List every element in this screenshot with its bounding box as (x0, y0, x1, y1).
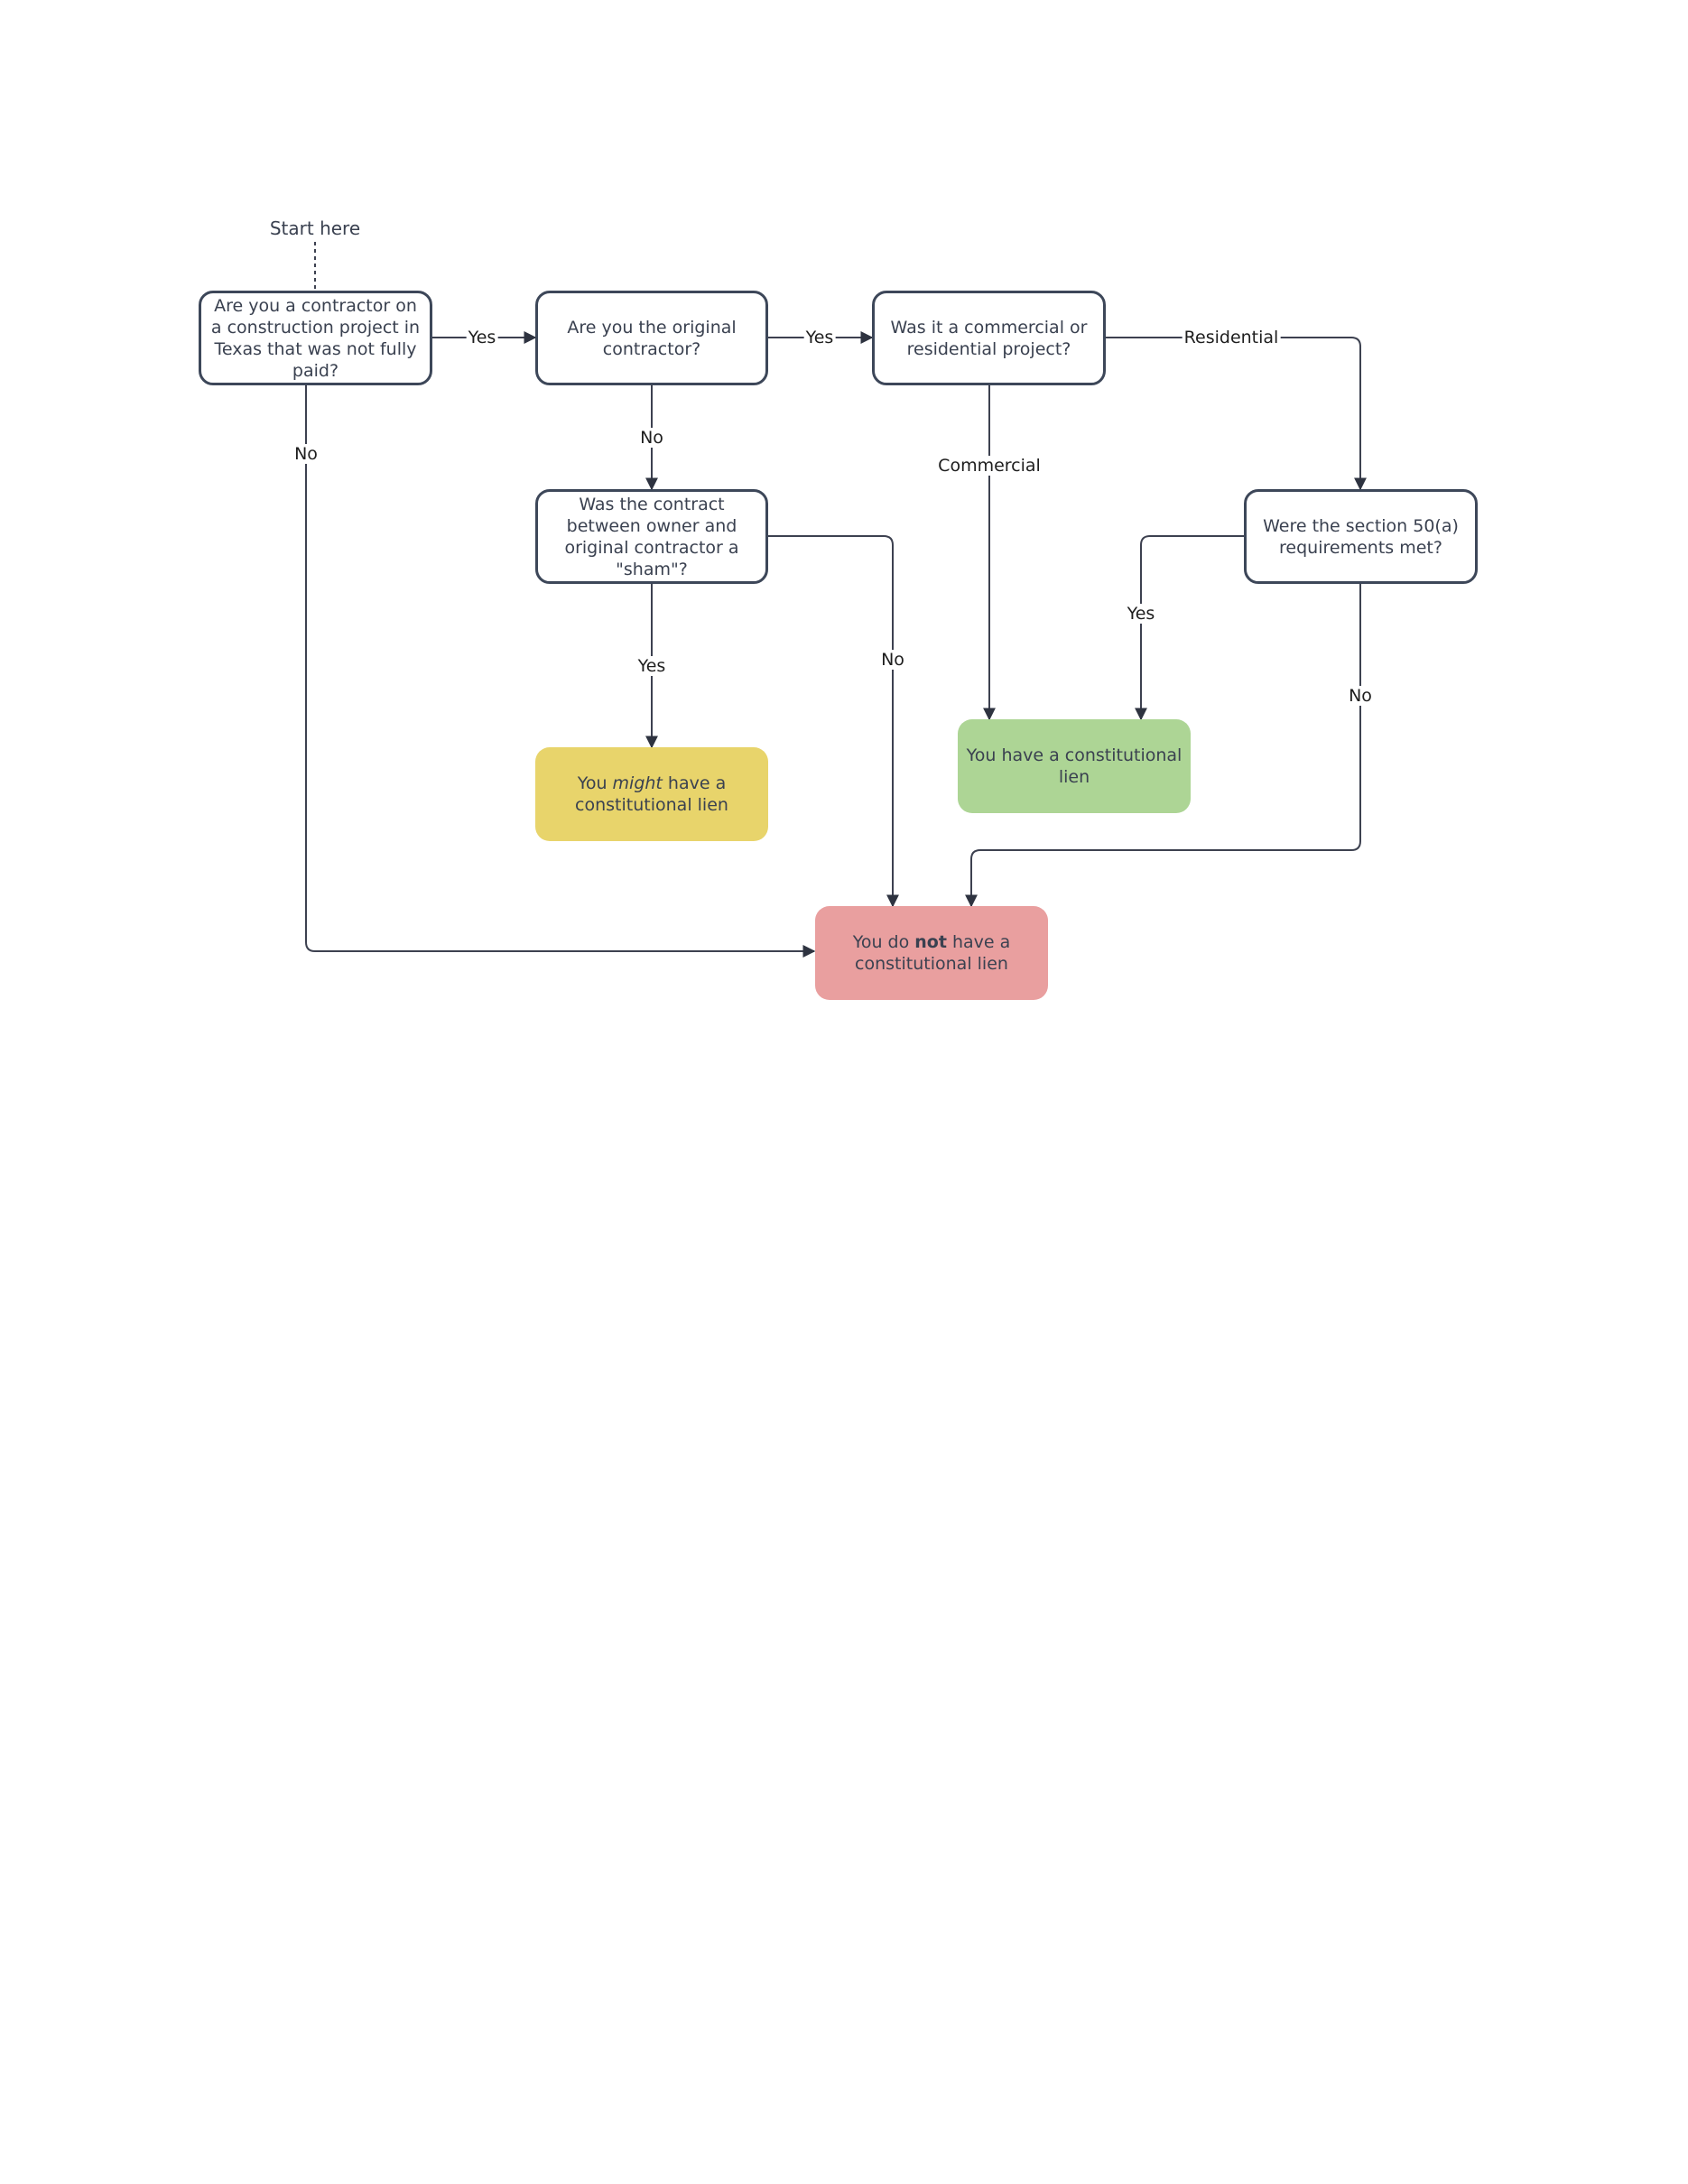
question-original-contractor: Are you the original contractor? (535, 291, 768, 385)
result-might-have-lien: You might have a constitutional lien (535, 747, 768, 841)
label-q2-no: No (638, 428, 665, 448)
result-no-emphasis: not (914, 932, 947, 952)
label-q5-yes: Yes (1125, 604, 1157, 624)
question-contractor-unpaid: Are you a contractor on a construction p… (199, 291, 432, 385)
result-no-suffix: have a constitutional lien (855, 932, 1011, 974)
edge-q5-no (965, 584, 1361, 908)
result-have-lien: You have a constitutional lien (958, 719, 1191, 813)
edge-q5-have (1135, 535, 1244, 721)
result-no-prefix: You do (852, 932, 915, 952)
edge-q3-q5 (1106, 337, 1367, 491)
label-q5-no: No (1347, 686, 1374, 706)
question-sham-contract: Was the contract between owner and origi… (535, 489, 768, 584)
edge-q1-no (305, 385, 816, 958)
label-q2-yes: Yes (803, 328, 836, 347)
label-q1-yes: Yes (466, 328, 498, 347)
label-q3-commercial: Commercial (936, 456, 1043, 476)
result-might-prefix: You (577, 773, 613, 793)
result-might-emphasis: might (612, 773, 663, 793)
question-section-50a: Were the section 50(a) requirements met? (1244, 489, 1478, 584)
label-q4-no: No (879, 650, 906, 670)
edge-q4-no (768, 535, 899, 908)
label-q3-residential: Residential (1182, 328, 1281, 347)
result-might-text: You might have a constitutional lien (543, 773, 761, 816)
label-q1-no: No (292, 444, 320, 464)
label-q4-yes: Yes (635, 656, 668, 676)
result-no-text: You do not have a constitutional lien (822, 931, 1041, 975)
result-no-lien: You do not have a constitutional lien (815, 906, 1048, 1000)
start-label: Start here (269, 217, 361, 239)
result-might-suffix: have a constitutional lien (575, 773, 728, 815)
question-project-type: Was it a commercial or residential proje… (872, 291, 1106, 385)
